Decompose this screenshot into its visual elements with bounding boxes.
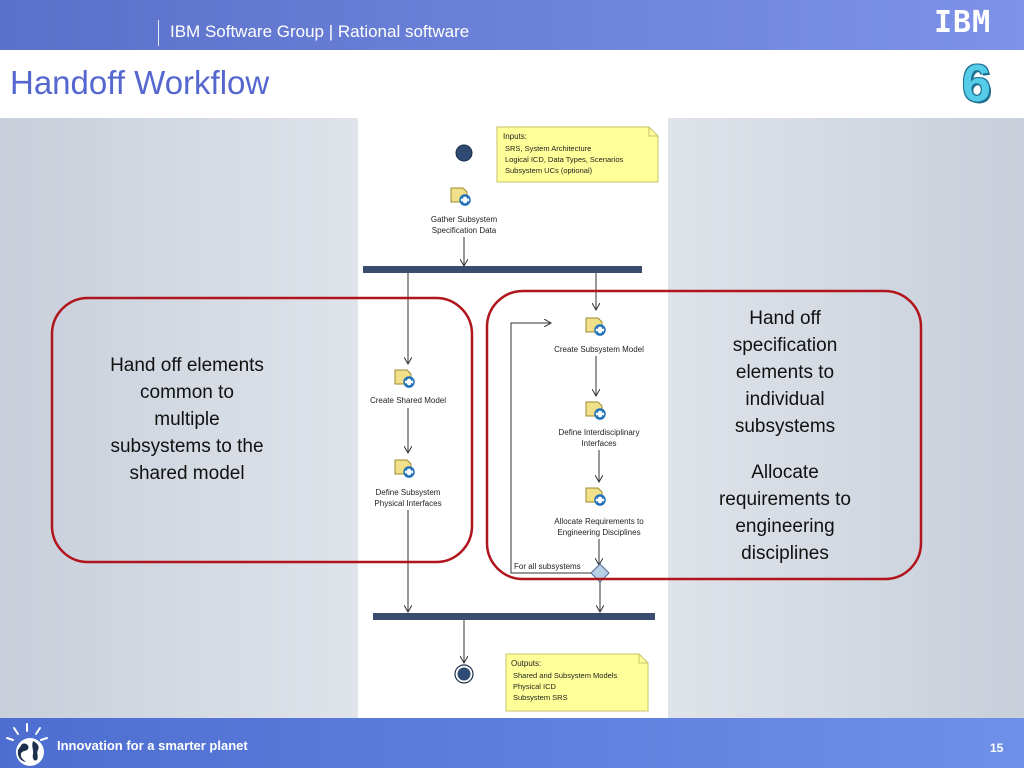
outputs-note-line: Physical ICD [513,682,557,691]
activity-label: Define Subsystem [376,488,441,497]
header-text: IBM Software Group | Rational software [170,22,470,41]
header-divider [158,20,159,46]
activity-label: Allocate Requirements to [554,517,644,526]
inputs-note-line: Subsystem UCs (optional) [505,166,593,175]
page-number: 15 [990,741,1004,755]
callout-line: common to [140,382,234,403]
ibm-logo: IBM [934,5,992,40]
inputs-note-heading: Inputs: [503,132,527,141]
callout-line: individual [745,389,825,410]
activity-define-interdisciplinary-interfaces: Define Interdisciplinary Interfaces [559,401,640,448]
right-callout-outline [485,289,923,581]
fork-bar [363,266,642,273]
activity-label: Create Shared Model [370,396,446,405]
outputs-note-line: Shared and Subsystem Models [513,671,617,680]
left-callout-text: Hand off elements common to multiple sub… [86,352,288,487]
smarter-planet-globe-icon [6,723,48,766]
workflow-svg: Inputs: SRS, System Architecture Logical… [363,126,659,712]
activity-label: Define Interdisciplinary [559,428,640,437]
version-badge: 6 [962,55,991,113]
outputs-note-heading: Outputs: [511,659,541,668]
callout-line: Allocate [751,462,819,483]
footer-tagline: Innovation for a smarter planet [57,738,248,753]
loop-back-arrow [510,323,591,574]
activity-create-subsystem-model: Create Subsystem Model [554,317,644,354]
loop-label: For all subsystems [514,562,581,571]
header-bar [0,0,1024,50]
callout-line: subsystems to the [110,436,264,457]
right-callout-text-bottom: Allocate requirements to engineering dis… [700,459,870,567]
callout-line: Hand off [749,308,821,329]
right-callout-text-top: Hand off specification elements to indiv… [705,305,865,440]
callout-line: Hand off elements [110,355,264,376]
outputs-note-line: Subsystem SRS [513,693,568,702]
callout-line: subsystems [734,416,836,437]
callout-line: shared model [129,463,245,484]
activity-gather-subsystem-data: Gather Subsystem Specification Data [431,187,498,235]
activity-label: Gather Subsystem [431,215,498,224]
page-title: Handoff Workflow [10,64,270,101]
final-node-core [457,667,471,681]
callout-line: multiple [154,409,220,430]
callout-line: requirements to [718,489,851,510]
activity-define-physical-interfaces: Define Subsystem Physical Interfaces [374,459,442,508]
outputs-note: Outputs: Shared and Subsystem Models Phy… [505,653,649,712]
inputs-note-line: Logical ICD, Data Types, Scenarios [505,155,624,164]
callout-line: engineering [735,516,835,537]
activity-label: Specification Data [432,226,497,235]
activity-label: Engineering Disciplines [557,528,640,537]
footer-bar [0,718,1024,768]
callout-line: elements to [735,362,835,383]
join-bar [373,613,655,620]
inputs-note-line: SRS, System Architecture [505,144,591,153]
activity-label: Create Subsystem Model [554,345,644,354]
activity-allocate-requirements: Allocate Requirements to Engineering Dis… [554,487,644,537]
title-band [0,50,1024,118]
callout-line: specification [732,335,838,356]
callout-line: disciplines [741,543,829,564]
left-callout-outline [50,296,474,564]
workflow-diagram: Inputs: SRS, System Architecture Logical… [358,118,668,718]
inputs-note: Inputs: SRS, System Architecture Logical… [496,126,659,183]
activity-label: Interfaces [581,439,616,448]
activity-label: Physical Interfaces [374,499,441,508]
activity-create-shared-model: Create Shared Model [370,369,446,405]
initial-node [455,144,473,162]
